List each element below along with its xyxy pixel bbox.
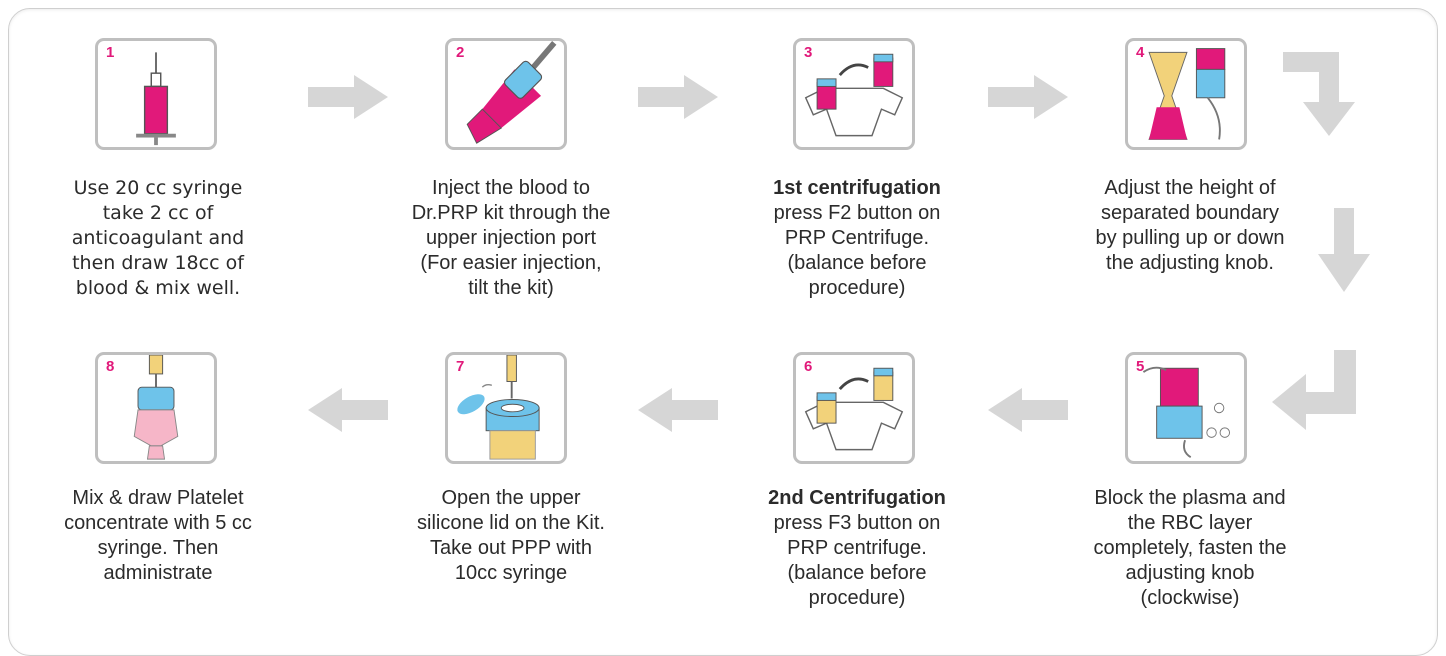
arrow-turn-down-icon <box>1283 52 1355 136</box>
step-6-illustration: 6 <box>793 352 915 464</box>
arrow-right-icon <box>638 75 718 119</box>
fasten-knob-icon <box>1142 366 1231 459</box>
centrifuge-icon <box>804 53 904 137</box>
step-1-number: 1 <box>106 44 115 61</box>
step-5-caption: Block the plasma and the RBC layer compl… <box>1065 486 1315 611</box>
arrow-left-icon <box>638 388 718 432</box>
arrow-right-icon <box>308 75 388 119</box>
step-4-caption: Adjust the height of separated boundary … <box>1065 176 1315 276</box>
step-5-number: 5 <box>1136 358 1145 375</box>
step-8-number: 8 <box>106 358 115 375</box>
adjusting-knob-icon <box>1148 48 1226 140</box>
step-7-caption: Open the upper silicone lid on the Kit. … <box>386 486 636 586</box>
step-2-text: Inject the blood to Dr.PRP kit through t… <box>411 177 611 299</box>
silicone-lid-icon <box>457 355 540 460</box>
platelet-draw-icon <box>133 355 179 460</box>
arrow-turn-left-icon <box>1272 350 1356 430</box>
arrow-left-icon <box>988 388 1068 432</box>
step-4-illustration: 4 <box>1125 38 1247 150</box>
step-6-text: press F3 button on PRP centrifuge. (bala… <box>773 512 941 609</box>
step-3-text: press F2 button on PRP Centrifuge. (bala… <box>773 202 941 299</box>
step-3-title: 1st centrifugation <box>773 177 941 199</box>
step-5-illustration: 5 <box>1125 352 1247 464</box>
arrow-left-icon <box>308 388 388 432</box>
step-8-caption: Mix & draw Platelet concentrate with 5 c… <box>33 486 283 586</box>
kit-injection-icon <box>466 41 557 144</box>
step-1-caption: Use 20 cc syringe take 2 cc of anticoagu… <box>33 176 283 301</box>
step-2-caption: Inject the blood to Dr.PRP kit through t… <box>386 176 636 301</box>
step-5-text: Block the plasma and the RBC layer compl… <box>1093 487 1287 609</box>
step-3-number: 3 <box>804 44 813 61</box>
step-1-illustration: 1 <box>95 38 217 150</box>
arrow-right-icon <box>988 75 1068 119</box>
step-2-number: 2 <box>456 44 465 61</box>
arrow-down-icon <box>1318 208 1370 292</box>
step-3-illustration: 3 <box>793 38 915 150</box>
step-2-illustration: 2 <box>445 38 567 150</box>
step-8-illustration: 8 <box>95 352 217 464</box>
step-6-title: 2nd Centrifugation <box>768 487 946 509</box>
step-6-number: 6 <box>804 358 813 375</box>
step-1-text: Use 20 cc syringe take 2 cc of anticoagu… <box>71 177 245 299</box>
step-4-number: 4 <box>1136 44 1145 61</box>
centrifuge-icon <box>804 367 904 451</box>
syringe-icon <box>136 52 176 146</box>
step-7-text: Open the upper silicone lid on the Kit. … <box>417 487 605 584</box>
step-3-caption: 1st centrifugation press F2 button on PR… <box>732 176 982 301</box>
step-7-number: 7 <box>456 358 465 375</box>
step-8-text: Mix & draw Platelet concentrate with 5 c… <box>64 487 252 584</box>
step-6-caption: 2nd Centrifugation press F3 button on PR… <box>732 486 982 611</box>
step-7-illustration: 7 <box>445 352 567 464</box>
step-4-text: Adjust the height of separated boundary … <box>1095 177 1285 274</box>
